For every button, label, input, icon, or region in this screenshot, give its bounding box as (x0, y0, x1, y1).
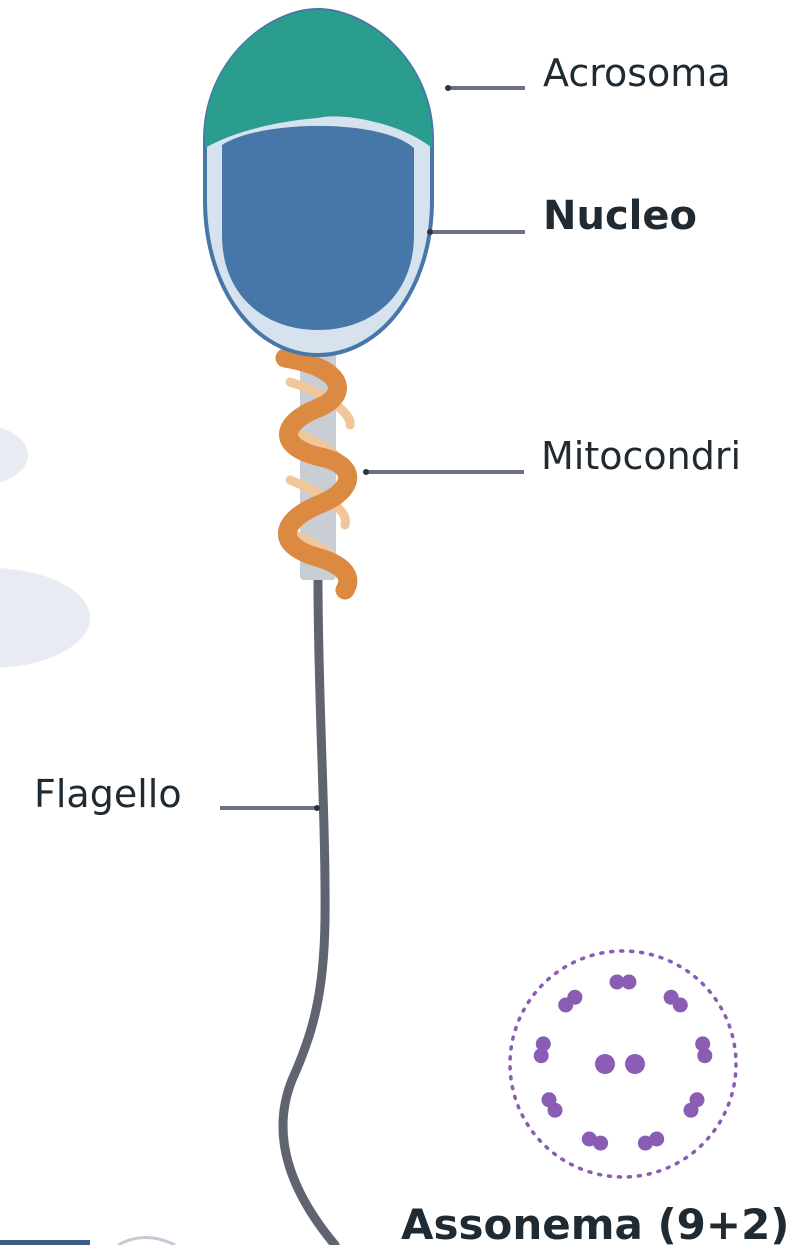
bottom-bar-decoration (0, 1240, 90, 1245)
bottom-arc-decoration (118, 1238, 175, 1246)
flagellum (283, 580, 335, 1245)
nucleus-leader-dot (427, 229, 433, 235)
axoneme-doublets (534, 975, 713, 1151)
nucleus-label: Nucleo (543, 196, 697, 236)
doublet-4-tubule-2 (684, 1103, 699, 1118)
doublet-6-tubule-2 (582, 1132, 597, 1147)
doublet-3-tubule-2 (697, 1048, 712, 1063)
doublet-2-tubule-2 (673, 998, 688, 1013)
doublet-7-tubule-2 (542, 1092, 557, 1107)
flagellum-leader-dot (314, 805, 320, 811)
axoneme-cross-section (510, 951, 736, 1177)
background-blob-lower (0, 568, 90, 668)
central-microtubule-left (595, 1054, 615, 1074)
background-blob-upper (0, 425, 28, 485)
acrosome-label: Acrosoma (543, 54, 731, 92)
doublet-9-tubule-2 (567, 990, 582, 1005)
nucleus (222, 126, 414, 330)
doublet-1-tubule-2 (622, 975, 637, 990)
acrosome-leader-dot (445, 85, 451, 91)
doublet-8-tubule-2 (536, 1036, 551, 1051)
flagellum-label: Flagello (34, 775, 182, 813)
axoneme-label: Assonema (9+2) (401, 1204, 790, 1246)
mitochondria-leader-dot (363, 469, 369, 475)
central-microtubule-right (625, 1054, 645, 1074)
doublet-5-tubule-2 (638, 1136, 653, 1151)
mitochondria-label: Mitocondri (541, 437, 741, 475)
